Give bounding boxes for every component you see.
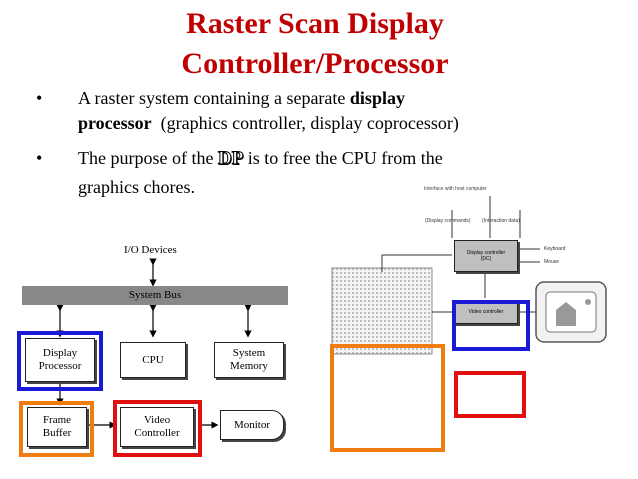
- left-diagram-arrows: [56, 258, 252, 429]
- bullet-2-line-2: graphics chores.: [78, 177, 195, 197]
- display-commands-label: (Display commands): [425, 218, 471, 224]
- bullet-2-text: The purpose of the: [78, 148, 218, 168]
- bullet-1-line-2: processor (graphics controller, display …: [78, 111, 459, 135]
- orange-highlight-frame-buffer: [19, 401, 94, 457]
- mem-label-2: Memory: [230, 360, 268, 372]
- display-controller-box: Display controller(DC): [454, 240, 518, 272]
- cpu-box: CPU: [120, 342, 186, 378]
- dp-label-2: Processor: [38, 360, 82, 372]
- red-highlight-video-controller: [113, 400, 202, 457]
- dc-label-1: Display controller: [466, 250, 506, 256]
- mouse-label: Mouse: [544, 259, 560, 265]
- bullet-2-post: is to free the CPU from the: [243, 148, 443, 168]
- red-highlight-right: [454, 371, 526, 418]
- bullet-2-line-1: The purpose of the DP is to free the CPU…: [78, 146, 443, 171]
- title-line-1: Raster Scan Display: [186, 7, 444, 40]
- vc-label-2: Controller: [134, 427, 180, 439]
- io-devices-label: I/O Devices: [124, 244, 177, 256]
- monitor-shape: [535, 281, 607, 343]
- bullet-1-bold: display: [349, 88, 405, 108]
- bullet-1-text: A raster system containing a separate: [78, 88, 350, 108]
- blue-highlight-right: [452, 300, 530, 351]
- dp-label-1: Display: [42, 347, 78, 359]
- frame-buffer-grid: [331, 267, 433, 355]
- bullet-1-bold-2: processor: [78, 113, 152, 133]
- dp-emphasis: DP: [217, 148, 244, 170]
- bullet-1-line-1: A raster system containing a separate di…: [78, 86, 405, 110]
- dc-label-2: (DC): [480, 256, 492, 262]
- interface-label: Interface with host computer: [424, 186, 487, 192]
- bullet-marker-1: •: [36, 88, 43, 108]
- bullet-marker-2: •: [36, 148, 43, 168]
- mem-label-1: System: [232, 347, 266, 359]
- bullet-1-rest: (graphics controller, display coprocesso…: [151, 113, 459, 133]
- title-line-2: Controller/Processor: [181, 47, 449, 80]
- monitor-box: Monitor: [220, 410, 284, 440]
- orange-highlight-right: [330, 344, 445, 452]
- slide-title: Raster Scan Display Controller/Processor: [110, 4, 520, 84]
- fb-label-2: Buffer: [42, 427, 72, 439]
- system-bus: System Bus: [22, 286, 288, 305]
- blue-highlight-display-processor: [17, 331, 103, 391]
- keyboard-label: Keyboard: [544, 246, 566, 252]
- interaction-data-label: (Interaction data): [482, 218, 520, 224]
- fb-label-1: Frame: [42, 414, 72, 426]
- vc-label-1: Video: [143, 414, 171, 426]
